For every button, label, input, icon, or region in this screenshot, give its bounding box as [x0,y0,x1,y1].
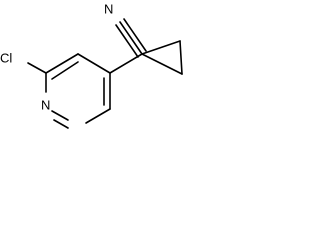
atom-label-chlorine: Cl [0,51,12,66]
bond-c5-c6 [85,108,111,124]
bond-c4-cq [109,53,143,74]
bond-c6-n1 [53,119,69,129]
atom-label-nitrile-n: N [104,2,113,17]
bond-cb-cq [141,53,183,75]
nitrile-group [115,18,147,58]
molecule-structure: N Cl N [0,2,183,129]
triple-bond-line-1 [119,21,143,55]
triple-bond-line-2 [123,18,147,52]
triple-bond-line-3 [115,24,139,58]
bond-c2-c3 [45,53,79,74]
cyclopropane-ring [141,40,183,75]
atom-label-ring-n: N [41,98,50,113]
bond-ca-cb [179,40,183,75]
double-bond-c2-c3 [51,61,79,80]
bond-c3-c4 [77,53,111,74]
bond-c2-cl [27,62,47,74]
pyridine-ring [45,53,111,129]
double-bond-n1-c6 [51,110,69,121]
bond-cq-ca [141,40,181,55]
